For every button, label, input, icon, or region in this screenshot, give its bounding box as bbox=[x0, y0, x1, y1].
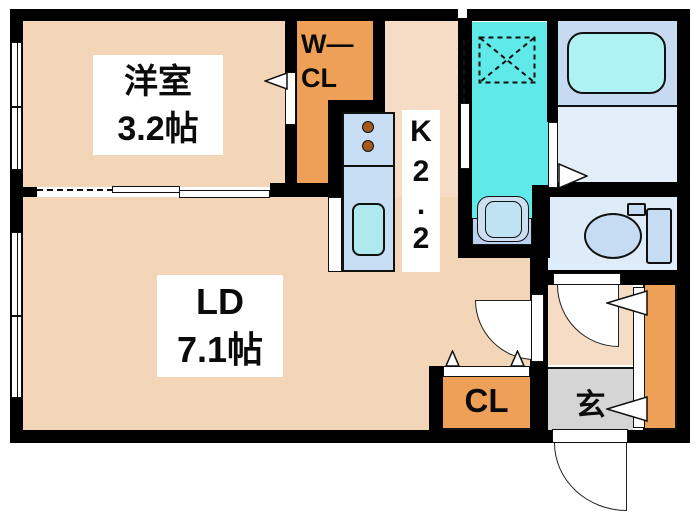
entrance-floor bbox=[548, 367, 633, 430]
window-crossbar bbox=[12, 315, 21, 317]
western-room-door bbox=[285, 72, 296, 125]
closet-door bbox=[443, 366, 530, 377]
sliding-door-track bbox=[37, 189, 113, 191]
ld-door-leaf bbox=[531, 294, 544, 362]
wall-wcl-right bbox=[373, 21, 385, 115]
wall-washroom-bathroom bbox=[547, 21, 558, 122]
bathroom-floor bbox=[558, 105, 677, 182]
wall-under-wcl bbox=[328, 100, 385, 115]
wall-bottom bbox=[10, 430, 690, 443]
kitchen-char: 2 bbox=[412, 222, 430, 255]
room-name: 洋室 bbox=[124, 63, 192, 101]
cabinet-arrow-icon bbox=[606, 290, 648, 316]
wall-top bbox=[10, 9, 690, 21]
entrance-label: 玄 bbox=[575, 389, 606, 422]
window-western-room bbox=[11, 42, 22, 170]
wall-washroom-bottom bbox=[458, 245, 550, 258]
western-room-label: 洋室 3.2帖 bbox=[93, 55, 223, 155]
counter-divider bbox=[344, 165, 393, 167]
wall-bathroom-bottom bbox=[548, 182, 677, 197]
toilet-door-leaf bbox=[553, 273, 621, 285]
walk-in-closet-floor bbox=[297, 21, 373, 100]
stove-burner bbox=[362, 140, 374, 152]
window-living-dining bbox=[11, 232, 22, 398]
wcl-line2: CL bbox=[301, 63, 337, 93]
wall-notch bbox=[458, 9, 467, 18]
washbasin-bowl bbox=[485, 201, 522, 238]
wall-wcl-column-bottom bbox=[270, 183, 342, 197]
shoe-cabinet-door bbox=[633, 287, 645, 428]
door-swing-arrow-icon bbox=[264, 72, 288, 90]
wall-right bbox=[677, 9, 690, 443]
washroom-door-panel bbox=[460, 103, 470, 169]
stove-burner bbox=[362, 121, 374, 133]
shoe-cabinet bbox=[643, 283, 677, 430]
kitchen-label: K 2 . 2 bbox=[402, 110, 440, 272]
room-name: LD bbox=[196, 281, 244, 322]
toilet-bowl bbox=[584, 213, 642, 259]
refrigerator-space bbox=[328, 197, 342, 272]
cabinet-arrow-icon bbox=[606, 396, 648, 422]
kitchen-sink bbox=[352, 203, 385, 256]
window-crossbar bbox=[12, 106, 21, 108]
sliding-door-panel bbox=[179, 190, 270, 198]
entrance-door-swing bbox=[554, 443, 627, 511]
wall-washroom-corner bbox=[532, 185, 550, 245]
bathtub bbox=[567, 32, 666, 94]
kitchen-char: . bbox=[416, 188, 426, 221]
sliding-door-panel bbox=[112, 186, 180, 193]
washing-machine-space-icon bbox=[478, 36, 536, 84]
bathroom-door bbox=[548, 122, 558, 188]
wall-partition-left bbox=[10, 187, 37, 197]
closet-door-pivot-icon bbox=[445, 350, 460, 367]
wcl-line1: W— bbox=[301, 29, 354, 59]
closet-door-pivot-icon bbox=[510, 350, 525, 367]
room-size: 3.2帖 bbox=[117, 110, 199, 148]
closet-label: CL bbox=[464, 382, 509, 419]
room-size: 7.1帖 bbox=[176, 329, 264, 370]
wall-closet-left bbox=[429, 366, 443, 430]
toilet-tank bbox=[646, 208, 672, 264]
entrance-door-leaf bbox=[552, 429, 628, 443]
toilet-button bbox=[627, 203, 646, 216]
washroom-door-track bbox=[463, 40, 465, 104]
wall-wcl-column-right bbox=[328, 100, 342, 197]
kitchen-char: 2 bbox=[412, 155, 430, 188]
living-dining-label: LD 7.1帖 bbox=[157, 275, 283, 377]
door-swing-arrow-icon bbox=[558, 163, 588, 189]
walk-in-closet-floor-extension bbox=[297, 100, 328, 183]
walk-in-closet-label: W— CL bbox=[297, 27, 373, 97]
kitchen-char: K bbox=[410, 115, 432, 148]
